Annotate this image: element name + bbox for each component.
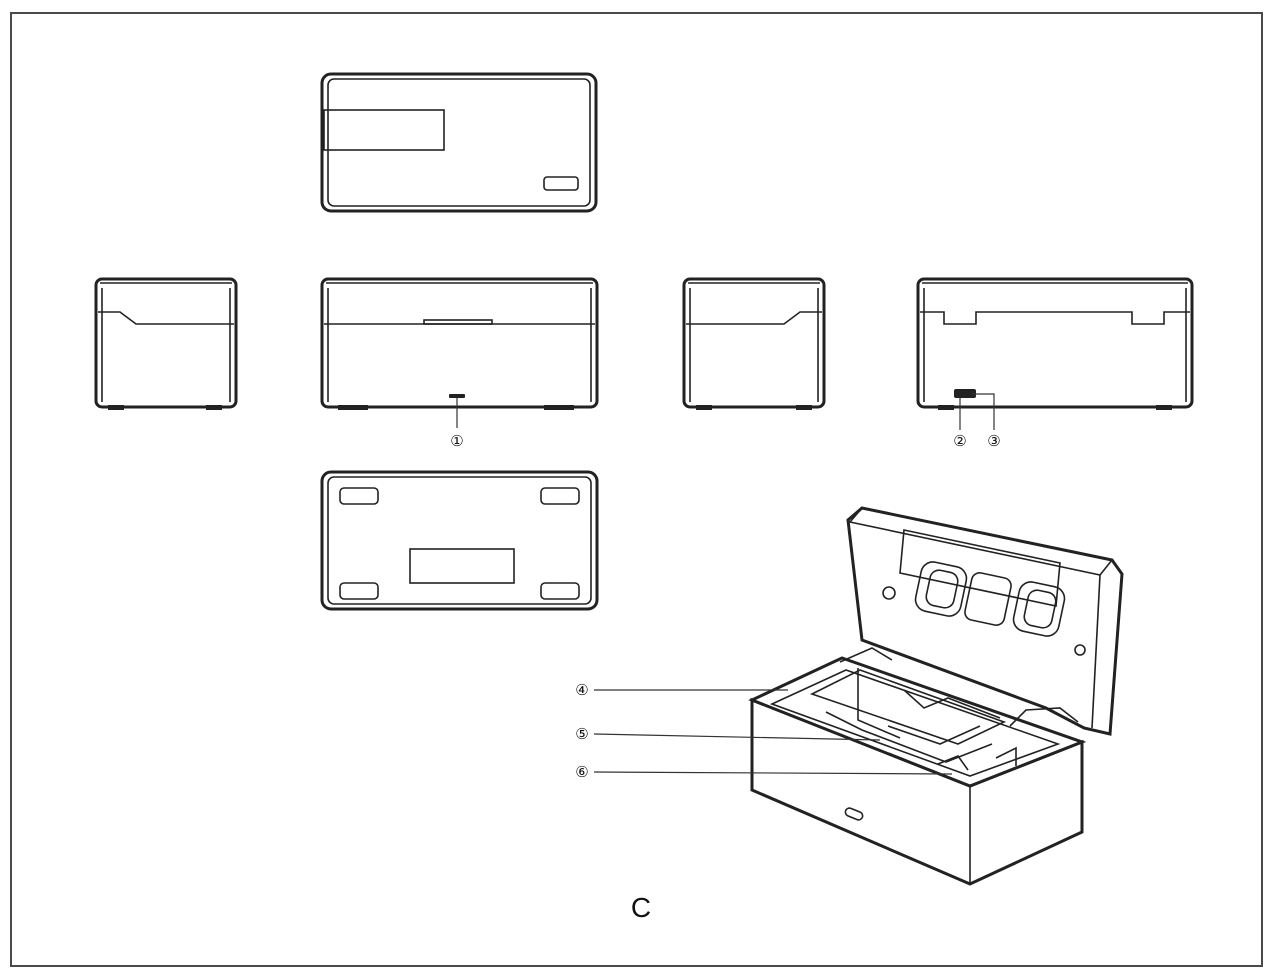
back-view <box>916 277 1194 410</box>
bottom-view <box>320 470 599 611</box>
front-view <box>320 277 599 410</box>
callout-6: ⑥ <box>575 763 588 781</box>
callout-numbers: ① ② ③ ④ ⑤ ⑥ <box>450 432 1000 781</box>
figure-frame <box>10 12 1263 967</box>
callout-3: ③ <box>987 432 1000 450</box>
right-side-view <box>682 277 826 410</box>
figure-label: C <box>631 892 651 923</box>
top-view <box>320 72 598 213</box>
left-side-view <box>94 277 238 410</box>
callout-leaders <box>456 393 995 775</box>
open-case-isometric <box>748 506 1124 886</box>
callout-1: ① <box>450 432 463 450</box>
callout-2: ② <box>953 432 966 450</box>
callout-5: ⑤ <box>575 725 588 743</box>
callout-4: ④ <box>575 681 588 699</box>
